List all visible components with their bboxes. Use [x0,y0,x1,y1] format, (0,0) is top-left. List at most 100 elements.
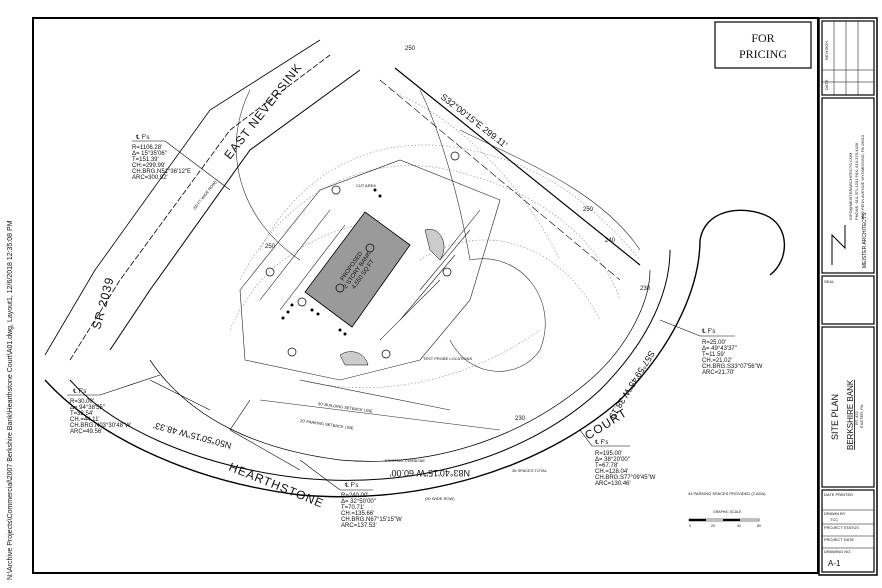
architect-name: MEISTER ARCHITECTS [862,212,868,268]
curve-line: CH.BRG.S77°09'45"W [595,475,656,481]
curve-line: T=70.71' [341,505,364,511]
graphic-scale-title: GRAPHIC SCALE [713,510,742,514]
curve-line: CH.BRG.S33°07'56"W [702,364,763,370]
curve-line: CH.=299.99' [132,163,165,169]
curve-line: CH.=135.66' [341,511,374,517]
proposed-contours [235,89,641,372]
curve-label: ℄ F's [594,440,608,446]
project-status-label: PROJECT STATUS [824,525,859,530]
project-route: RT. 422 [854,411,859,425]
contour-label: 230 [515,416,526,422]
title-block-frame [821,20,875,573]
bearing-top: S32°00'15"E 299.11' [439,92,510,150]
contour-labels: 250 250 250 240 230 230 [265,46,651,422]
parking-setback-label: 20' PARKING SETBACK LINE [300,418,354,430]
curve-line: CH.=44.11' [70,417,100,423]
curve-callout: ℄ F's R=30.00' Δ= 94°38'55" T=32.54' CH.… [67,374,161,435]
curve-line: CH.BRG.N67°15'15"W [341,517,402,523]
architect-phone: PHONE: 610-371-1201 FAX: 610-370-4426 [854,142,859,220]
curve-callout: ℄ F's R=195.00' Δ= 38°20'00" T=67.78' CH… [579,429,656,487]
curve-line: ARC=49.56' [70,429,102,435]
stamp-line2: PRICING [739,47,787,61]
landscape-islands [281,188,445,366]
scale-tick: 20 [711,524,715,528]
sheet-title: SITE PLAN [830,394,840,440]
row-label-left: (50 FT WIDE ROW) [192,179,218,211]
curve-line: ARC=137.53' [341,523,377,529]
curve-line: CH.BRG.N51°36'12"E [132,169,191,175]
graphic-scale: GRAPHIC SCALE 0 20 40 80 [688,510,761,528]
drawing-number: A-1 [828,559,841,568]
row-label-bottom: (50 WIDE ROW) [425,496,455,501]
curve-line: Δ= 38°20'00" [595,457,630,463]
architect-address: 1322 PENN AVENUE WYOMISSING, PA 19610 [860,134,865,220]
bearing-bottom-left: N50°50'15"W 48.33' [152,420,232,451]
parking-count-label: 34 PARKING SPACES PROVIDED (2 ADA) [688,491,766,496]
curve-line: ARC=21.70' [702,370,734,376]
curve-label: ℄ F's [701,329,715,335]
drawing-no-label: DRAWING NO. [824,549,851,554]
curve-callout: ℄ F's R=240.00' Δ= 32°50'00" T=70.71' CH… [299,459,402,529]
contour-label: 240 [605,238,616,244]
curve-label: ℄ F's [72,389,86,395]
project-date-label: PROJECT DATE [824,537,854,542]
curve-line: T=151.39' [132,157,159,163]
curve-line: T=11.59' [702,352,725,358]
scale-tick: 40 [737,524,741,528]
curve-line: Δ= 49°43'37" [702,346,737,352]
spaces-total-label: 36 SPACES TOTAL [512,468,548,473]
curve-line: CH.=21.02' [702,358,732,364]
curve-line: R=195.00' [595,451,622,457]
scale-tick: 0 [689,524,691,528]
curve-line: Δ= 94°38'55" [70,405,105,411]
date-printed-label: DATE PRINTED [824,492,853,497]
revision-label: REVISION [824,41,829,60]
curve-callout: ℄ F's R=25.00' Δ= 49°43'37" T=11.59' CH.… [659,319,763,376]
curve-line: Δ= 32°50'00" [341,499,376,505]
date-label: DATE [824,79,829,90]
contour-label: 230 [640,286,651,292]
road-lines [44,39,786,498]
curve-line: T=32.54' [70,411,93,417]
project-location: EXETER, PA. [859,404,864,428]
curve-label: ℄ F's [135,135,149,141]
curve-line: T=67.78' [595,463,618,469]
drawn-by-label: DRAWN BY [824,511,846,516]
curve-label: ℄ F's [344,483,358,489]
cut-area-label: CUT AREA [356,183,376,188]
curve-line: R=30.00' [70,399,94,405]
curve-line: ARC=300.92' [132,175,168,181]
drawn-by-value: TCC [830,517,838,522]
street-name-east-neversink: EAST NEVERSINK [221,60,305,161]
title-block [818,17,878,576]
seal-label: SEAL [824,279,835,284]
scale-tick: 80 [757,524,761,528]
existing-curb-label: EXISTING CURBLINE [385,458,425,463]
file-path: N:\Archive Projects\Commercial\2007 Berk… [7,220,14,580]
contour-label: 250 [265,244,276,250]
parking-lot [239,159,501,431]
stamp-line1: FOR [751,31,774,45]
street-name-sr-2039: SR 2039 [89,275,116,330]
sheet-border [32,17,819,574]
contour-label: 250 [583,207,594,213]
curve-line: Δ= 15°35'06" [132,151,167,157]
curve-line: ARC=130.46' [595,481,631,487]
test-probe-label: TEST PROBE LOCATIONS [423,356,473,361]
proposed-building: PROPOSED 2 STORY BANK 4,550 SQ FT [304,211,411,328]
building-setback-label: 50' BUILDING SETBACK LINE [318,401,373,414]
curve-callout: ℄ F's R=1106.28' Δ= 15°35'06" T=151.39' … [132,135,231,191]
curve-line: R=25.00' [702,340,726,346]
contour-label: 250 [405,46,416,52]
bearing-right: S57°59'45"W 38.19' [606,349,657,422]
architect-email: INFO@MEISTERARCHITECTS.COM [848,153,853,220]
curve-line: CH.=128.04' [595,469,628,475]
probe-markers [265,151,460,359]
bearing-bottom: N83°40'15"W 60.00' [389,468,470,478]
for-pricing-stamp: FOR PRICING [714,21,812,69]
curve-line: CH.BRG.N03°30'48"W [70,423,131,429]
curve-line: R=240.00' [341,493,368,499]
curve-line: R=1106.28' [132,145,162,151]
project-name: BERKSHIRE BANK [846,379,855,450]
